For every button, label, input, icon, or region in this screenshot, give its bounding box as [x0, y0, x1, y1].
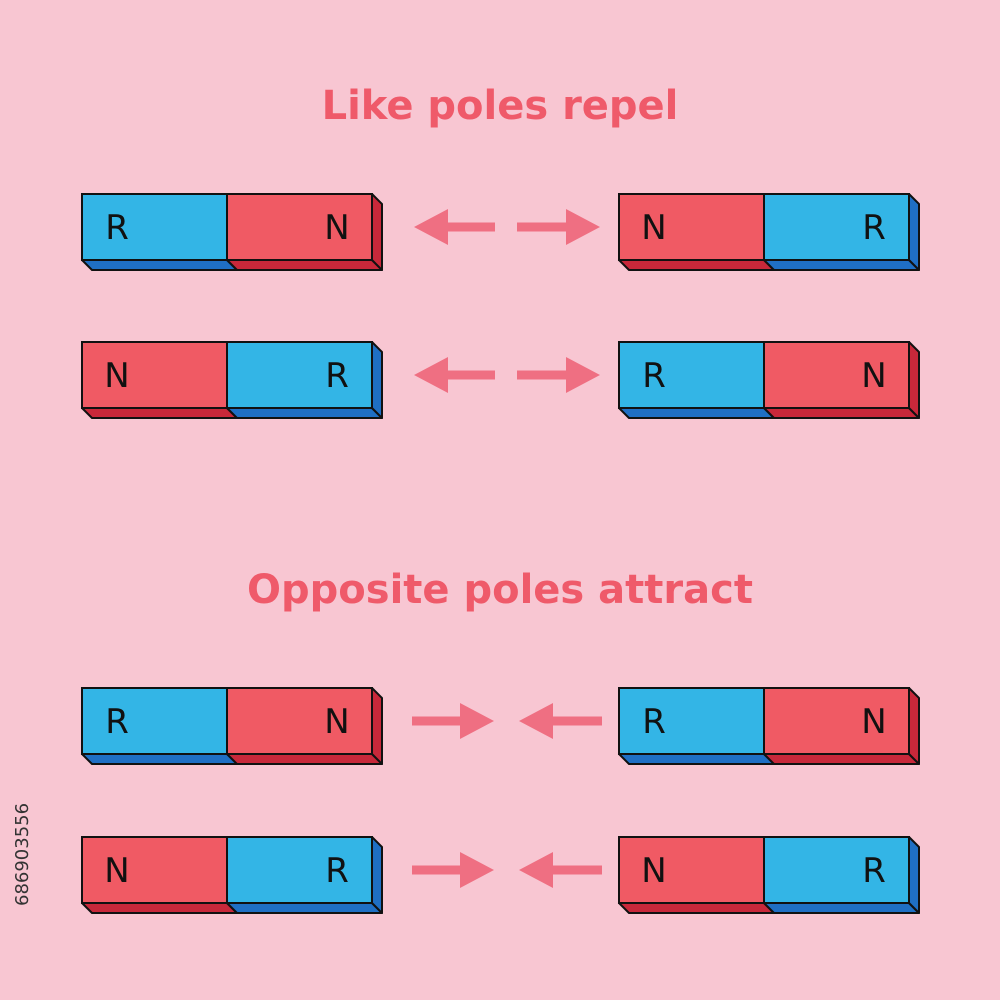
- pole-label: N: [324, 702, 349, 742]
- arrow-left-icon: [414, 357, 495, 393]
- north-pole-segment: [226, 193, 373, 261]
- r-pole-segment: [226, 836, 373, 904]
- magnet-side-face: [81, 407, 238, 419]
- magnet-end-face: [908, 687, 920, 765]
- magnet-side-face: [763, 753, 920, 765]
- magnet-end-face: [371, 193, 383, 271]
- pole-label: N: [861, 702, 886, 742]
- r-pole-segment: [81, 687, 228, 755]
- magnet-end-face: [371, 687, 383, 765]
- magnet-side-face: [763, 259, 920, 271]
- north-pole-segment: [763, 341, 910, 409]
- r-pole-segment: [763, 193, 910, 261]
- stock-id-watermark: 686903556: [12, 756, 34, 906]
- pole-label: R: [325, 851, 349, 891]
- magnet-end-face: [908, 341, 920, 419]
- north-pole-segment: [226, 687, 373, 755]
- arrow-right-icon: [517, 209, 600, 245]
- r-pole-segment: [81, 193, 228, 261]
- north-pole-segment: [618, 836, 765, 904]
- pole-label: R: [325, 356, 349, 396]
- pole-label: R: [642, 356, 666, 396]
- magnet-side-face: [226, 753, 383, 765]
- r-pole-segment: [763, 836, 910, 904]
- magnet-end-face: [908, 193, 920, 271]
- magnet-side-face: [81, 753, 238, 765]
- pole-label: N: [641, 208, 666, 248]
- heading-opposite-poles-attract: Opposite poles attract: [247, 567, 753, 613]
- r-pole-segment: [618, 341, 765, 409]
- magnet-side-face: [618, 753, 775, 765]
- arrow-right-icon: [412, 703, 494, 739]
- north-pole-segment: [618, 193, 765, 261]
- pole-label: N: [641, 851, 666, 891]
- arrow-right-icon: [412, 852, 494, 888]
- pole-label: N: [324, 208, 349, 248]
- magnet-side-face: [226, 407, 383, 419]
- r-pole-segment: [226, 341, 373, 409]
- pole-label: N: [104, 356, 129, 396]
- pole-label: R: [862, 851, 886, 891]
- pole-label: N: [861, 356, 886, 396]
- magnet-end-face: [371, 341, 383, 419]
- pole-label: R: [862, 208, 886, 248]
- pole-label: R: [105, 702, 129, 742]
- pole-label: N: [104, 851, 129, 891]
- stock-id-text: 686903556: [12, 802, 33, 906]
- magnet-side-face: [618, 407, 775, 419]
- r-pole-segment: [618, 687, 765, 755]
- magnet-side-face: [81, 902, 238, 914]
- arrow-right-icon: [517, 357, 600, 393]
- pole-label: R: [642, 702, 666, 742]
- magnet-side-face: [81, 259, 238, 271]
- magnet-side-face: [618, 259, 775, 271]
- magnet-side-face: [226, 902, 383, 914]
- pole-label: R: [105, 208, 129, 248]
- arrow-left-icon: [519, 852, 602, 888]
- arrow-left-icon: [519, 703, 602, 739]
- magnet-end-face: [908, 836, 920, 914]
- heading-like-poles-repel: Like poles repel: [321, 83, 679, 129]
- magnet-end-face: [371, 836, 383, 914]
- magnet-side-face: [618, 902, 775, 914]
- arrow-left-icon: [414, 209, 495, 245]
- magnet-side-face: [763, 407, 920, 419]
- magnet-side-face: [763, 902, 920, 914]
- north-pole-segment: [763, 687, 910, 755]
- magnet-side-face: [226, 259, 383, 271]
